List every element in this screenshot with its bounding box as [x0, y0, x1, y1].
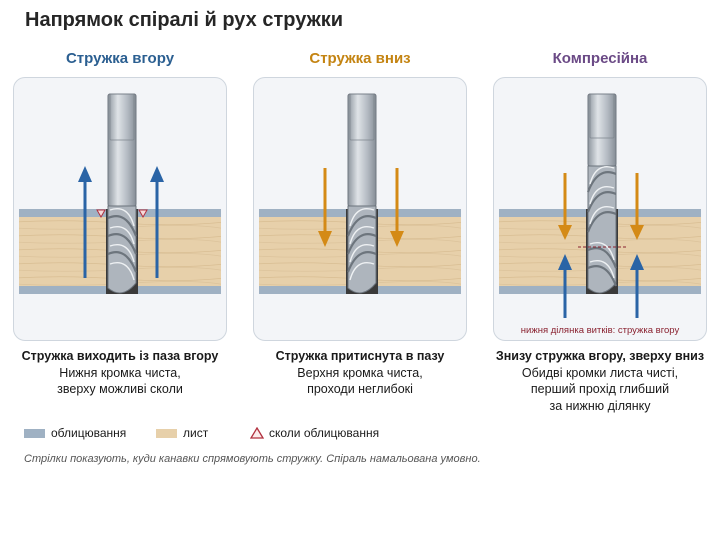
caption-compression: Знизу стружка вгору, зверху вниз Обидві … — [480, 348, 720, 414]
bit-flutes — [347, 205, 377, 294]
panel-title-compression: Компресійна — [552, 50, 648, 67]
caption-upcut: Стружка виходить із паза вгору Нижня кро… — [0, 348, 240, 398]
legend-label: сколи облицювання — [269, 426, 380, 440]
caption-heading: Стружка виходить із паза вгору — [21, 349, 219, 363]
panel-card-downcut — [253, 77, 467, 341]
chip-flow-arrows-down — [318, 168, 404, 247]
compression-diagram: нижня ділянка витків: стружка вгору — [499, 93, 701, 336]
upcut-diagram — [19, 93, 221, 294]
downcut-diagram — [259, 93, 461, 294]
legend-label: облицювання — [51, 426, 127, 440]
caption-line: Обидві кромки листа чисті, — [521, 365, 679, 380]
footnote: Стрілки показують, куди канавки спрямову… — [24, 453, 481, 465]
caption-line: за нижню ділянку — [549, 398, 651, 413]
bit-shank — [347, 93, 377, 207]
caption-line: перший прохід глибший — [530, 382, 670, 396]
bit-shank — [107, 93, 137, 207]
chip-triangle-icon — [250, 427, 264, 439]
caption-line: зверху можливі сколи — [57, 382, 183, 396]
legend-swatch-veneer — [24, 428, 45, 438]
caption-heading: Стружка притиснута в пазу — [275, 349, 445, 363]
caption-downcut: Стружка притиснута в пазу Верхня кромка … — [240, 348, 480, 398]
legend-item-board: лист — [156, 426, 208, 440]
chip-mark-left — [96, 209, 106, 219]
caption-line: проходи неглибокі — [307, 382, 413, 396]
panel-card-upcut — [13, 77, 227, 341]
panel-card-compression: нижня ділянка витків: стружка вгору — [493, 77, 707, 341]
chip-flow-arrows-up — [78, 166, 164, 278]
bit-flutes — [107, 205, 137, 294]
caption-line: Нижня кромка чиста, — [59, 365, 181, 380]
chip-flow-arrows-down — [558, 173, 644, 240]
chip-mark-right — [138, 209, 148, 219]
caption-heading: Знизу стружка вгору, зверху вниз — [495, 349, 705, 363]
legend-item-chips: сколи облицювання — [250, 426, 379, 440]
caption-line: Верхня кромка чиста, — [297, 365, 423, 380]
panel-title-downcut: Стружка вниз — [309, 50, 411, 67]
chip-flow-arrows-up — [558, 254, 644, 318]
legend-item-veneer: облицювання — [24, 426, 126, 440]
lower-flute-annotation: нижня ділянка витків: стружка вгору — [521, 325, 680, 336]
panel-title-upcut: Стружка вгору — [65, 50, 175, 67]
page-title: Напрямок спіралі й рух стружки — [25, 9, 344, 31]
legend-swatch-board — [156, 428, 177, 438]
legend-label: лист — [183, 426, 209, 440]
bit-shank — [587, 93, 617, 167]
